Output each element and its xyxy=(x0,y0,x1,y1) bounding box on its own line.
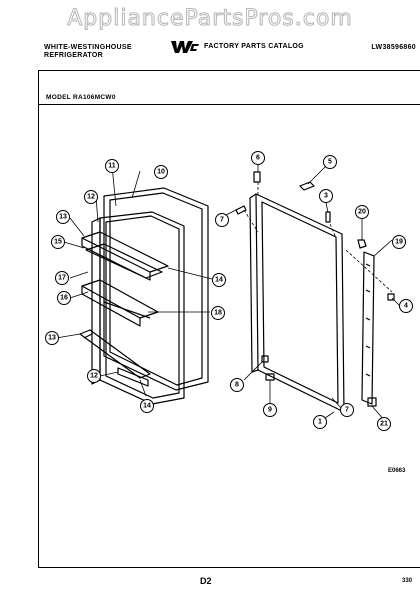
header-rule xyxy=(38,70,420,71)
callout-13-top: 13 xyxy=(59,214,67,221)
callout-14-bottom: 14 xyxy=(143,403,151,410)
door-liner xyxy=(91,187,209,405)
door-shelf-lower xyxy=(81,279,159,327)
watermark: AppliancePartsPros.com xyxy=(67,6,353,32)
outer-door xyxy=(249,193,345,413)
frame-left-edge xyxy=(38,70,39,567)
wci-logo-icon xyxy=(171,41,199,53)
catalog-number: LW38596860 xyxy=(371,44,416,51)
callout-17: 17 xyxy=(58,275,66,282)
callout-9: 9 xyxy=(268,407,272,414)
brand-block: WHITE-WESTINGHOUSE REFRIGERATOR xyxy=(44,44,132,60)
callout-21: 21 xyxy=(380,421,388,428)
callout-7-top: 7 xyxy=(220,217,224,224)
callout-5: 5 xyxy=(328,159,332,166)
door-hinge-strip xyxy=(361,251,375,405)
callout-3: 3 xyxy=(324,193,328,200)
callout-12-top: 12 xyxy=(87,194,95,201)
page-label: D2 xyxy=(200,576,212,586)
callout-19: 19 xyxy=(395,239,403,246)
catalog-suffix: 330 xyxy=(402,578,413,584)
callout-labels: 1 3 4 5 6 7 7 8 9 10 11 12 12 13 13 14 1… xyxy=(48,155,408,428)
callout-1: 1 xyxy=(318,419,322,426)
callout-11: 11 xyxy=(108,163,116,170)
callout-13-bottom: 13 xyxy=(48,335,56,342)
callout-14-mid: 14 xyxy=(215,277,223,284)
callout-16: 16 xyxy=(60,295,68,302)
callout-markers xyxy=(45,151,413,431)
model-number: MODEL RA106MCW0 xyxy=(46,94,116,101)
diagram-code: E0663 xyxy=(388,468,406,474)
callout-8: 8 xyxy=(235,382,239,389)
callout-15: 15 xyxy=(54,239,62,246)
callout-4: 4 xyxy=(404,303,408,310)
model-rule xyxy=(38,104,420,105)
catalog-header: FACTORY PARTS CATALOG xyxy=(170,40,304,54)
catalog-title: FACTORY PARTS CATALOG xyxy=(204,43,304,50)
door-shelf-upper xyxy=(81,231,169,281)
callout-20: 20 xyxy=(358,209,366,216)
callout-18: 18 xyxy=(214,310,222,317)
brand-name: WHITE-WESTINGHOUSE xyxy=(44,44,132,51)
product-type: REFRIGERATOR xyxy=(44,52,103,59)
callout-7-bottom: 7 xyxy=(345,407,349,414)
callout-12-bottom: 12 xyxy=(90,373,98,380)
assembly-lines xyxy=(243,182,393,293)
footer-rule xyxy=(38,567,420,568)
callout-10: 10 xyxy=(157,169,165,176)
callout-6: 6 xyxy=(256,155,260,162)
leader-lines xyxy=(55,163,401,421)
